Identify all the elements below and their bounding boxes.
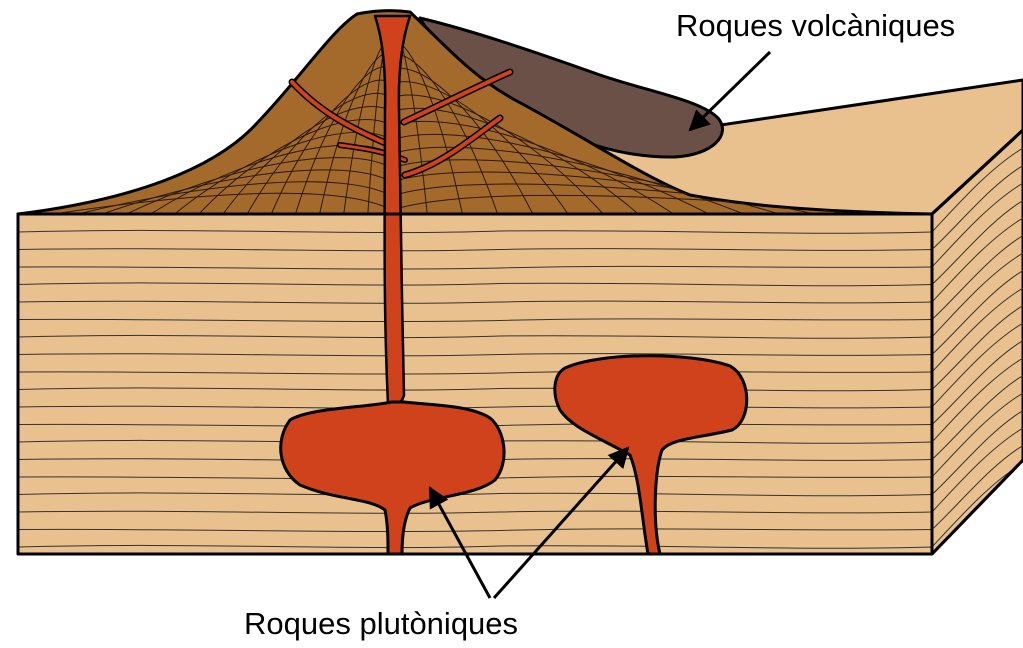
label-plutonic-rocks: Roques plutòniques [244,608,518,639]
block-front-face [18,214,932,554]
label-volcanic-rocks: Roques volcàniques [676,10,955,41]
